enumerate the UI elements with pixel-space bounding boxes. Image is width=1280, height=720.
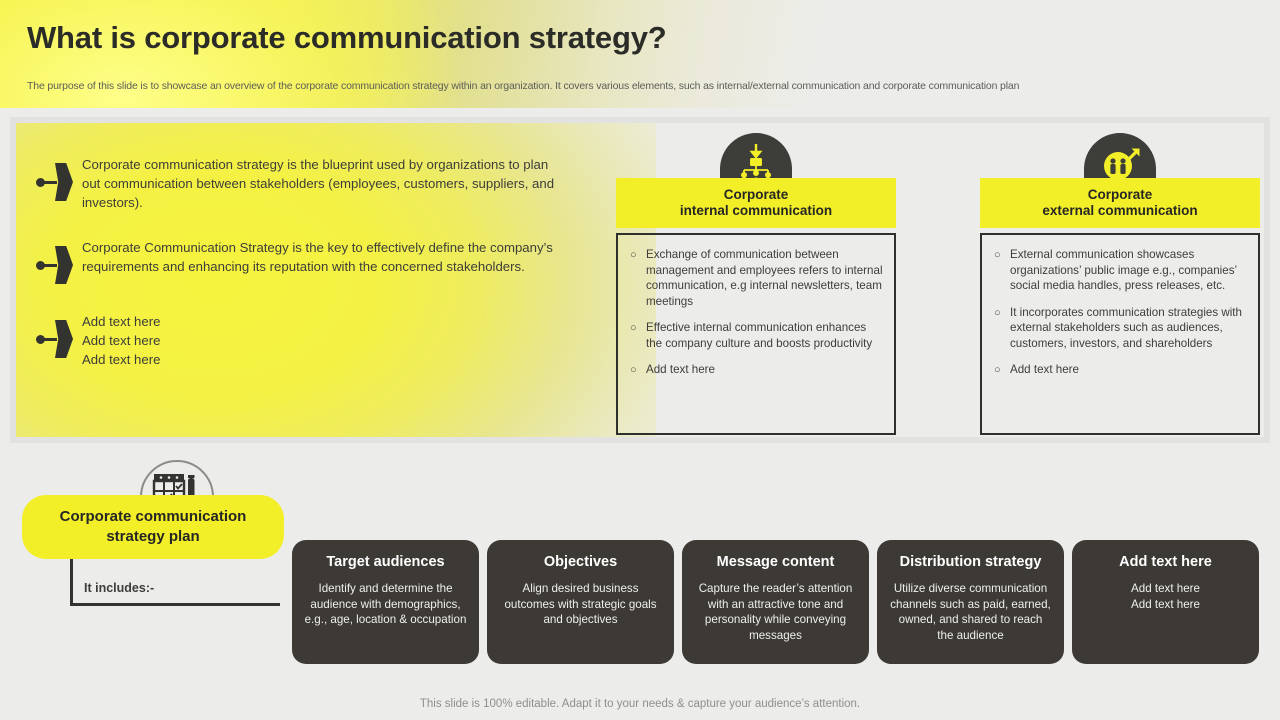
list-item-text: External communication showcases organiz… [1010, 248, 1237, 292]
external-card-body: ○ External communication showcases organ… [980, 233, 1260, 435]
bullet-text: Corporate communication strategy is the … [82, 157, 555, 210]
list-item-text: It incorporates communication strategies… [1010, 305, 1242, 350]
list-item: Corporate Communication Strategy is the … [34, 238, 564, 286]
circle-bullet-icon: ○ [630, 322, 637, 334]
circle-bullet-icon: ○ [994, 364, 1001, 376]
team-hierarchy-inbound-icon [720, 133, 792, 185]
plan-card: Objectives Align desired business outcom… [487, 540, 674, 664]
list-item: ○ It incorporates communication strategi… [994, 305, 1248, 352]
main-panel-inner: Corporate communication strategy is the … [16, 123, 1264, 437]
footer-note: This slide is 100% editable. Adapt it to… [419, 698, 861, 710]
list-item: ○ Exchange of communication between mana… [630, 247, 884, 309]
plan-card: Add text here Add text here Add text her… [1072, 540, 1259, 664]
plan-badge-line2: strategy plan [106, 528, 200, 545]
plan-badge-line1: Corporate communication [59, 508, 247, 525]
list-item-text: Effective internal communication enhance… [646, 321, 873, 350]
list-item: ○ Add text here [994, 362, 1248, 378]
includes-label: It includes:- [84, 581, 155, 595]
plan-card: Distribution strategy Utilize diverse co… [877, 540, 1064, 664]
list-item-text: Add text here [646, 363, 715, 376]
circle-bullet-icon: ○ [630, 249, 637, 261]
arrow-bullet-icon [34, 242, 82, 286]
list-item: ○ Add text here [630, 362, 884, 378]
list-item: Add text here Add text here Add text her… [34, 312, 564, 369]
plan-card-desc: Identify and determine the audience with… [304, 582, 467, 626]
internal-title-line1: Corporate [723, 186, 789, 202]
slide-header: What is corporate communication strategy… [0, 0, 1280, 108]
plan-card-title: Target audiences [326, 554, 445, 570]
main-content-panel: Corporate communication strategy is the … [10, 117, 1270, 443]
list-item-text: Add text here [1010, 363, 1079, 376]
plan-card-title: Message content [716, 554, 835, 570]
definition-bullet-list: Corporate communication strategy is the … [34, 155, 564, 369]
external-title-line2: external communication [1042, 203, 1198, 218]
internal-card-header: Corporate internal communication [616, 178, 896, 228]
plan-card-desc: Utilize diverse communication channels s… [890, 582, 1051, 642]
plan-card-title: Objectives [543, 554, 618, 570]
arrow-bullet-icon [34, 159, 82, 203]
arrow-bullet-icon [34, 316, 82, 360]
page-title: What is corporate communication strategy… [27, 20, 667, 55]
strategy-plan-card-row: Target audiences Identify and determine … [292, 540, 1259, 664]
list-item: ○ External communication showcases organ… [994, 247, 1248, 294]
list-item: Corporate communication strategy is the … [34, 155, 564, 212]
internal-title-line2: internal communication [679, 203, 833, 218]
people-outbound-arrow-icon [1084, 133, 1156, 185]
circle-bullet-icon: ○ [994, 249, 1001, 261]
includes-bracket [70, 552, 280, 606]
internal-card-body: ○ Exchange of communication between mana… [616, 233, 896, 435]
circle-bullet-icon: ○ [994, 306, 1001, 319]
bullet-text: Add text here Add text here Add text her… [82, 314, 161, 367]
list-item: ○ Effective internal communication enhan… [630, 320, 884, 351]
bullet-text: Corporate Communication Strategy is the … [82, 240, 553, 274]
page-subtitle: The purpose of this slide is to showcase… [27, 80, 1020, 92]
plan-card-title: Distribution strategy [899, 554, 1042, 570]
plan-card-title: Add text here [1119, 554, 1212, 570]
strategy-plan-badge: Corporate communication strategy plan [22, 495, 284, 559]
plan-card-desc: Capture the reader’s attention with an a… [698, 582, 853, 642]
external-title-line1: Corporate [1087, 186, 1153, 202]
list-item-text: Exchange of communication between manage… [646, 248, 883, 308]
plan-card: Message content Capture the reader’s att… [682, 540, 869, 664]
circle-bullet-icon: ○ [630, 364, 637, 376]
external-card-header: Corporate external communication [980, 178, 1260, 228]
plan-card-desc: Align desired business outcomes with str… [504, 582, 657, 626]
plan-card-desc: Add text here Add text here [1131, 582, 1200, 611]
plan-card: Target audiences Identify and determine … [292, 540, 479, 664]
